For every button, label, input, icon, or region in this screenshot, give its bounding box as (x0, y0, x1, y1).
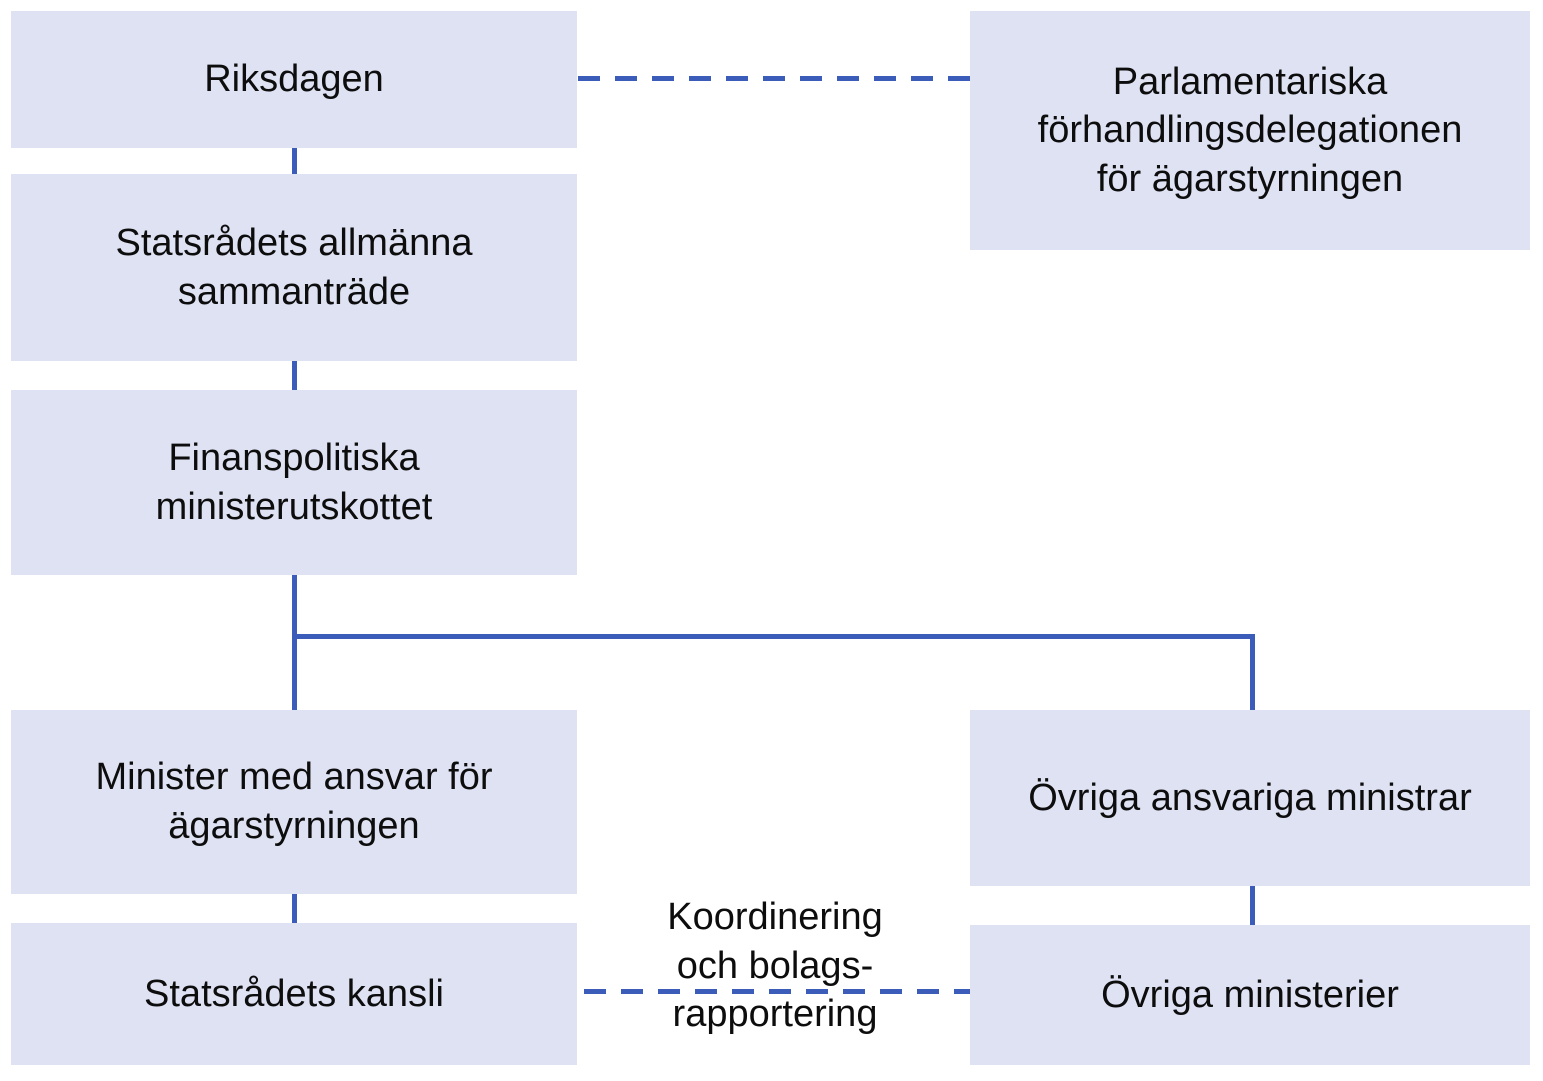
connector-bus-to-ovriga-ansvariga-ministrar (1250, 634, 1255, 710)
node-parlamentariska-forhandlingsdelegationen[interactable]: Parlamentariska förhandlingsdelegationen… (970, 11, 1530, 250)
node-ovriga-ansvariga-ministrar[interactable]: Övriga ansvariga ministrar (970, 710, 1530, 886)
connector-ovriga-ministrar-to-ovriga-ministerier (1250, 886, 1255, 925)
connector-dashed-statsradets-kansli-ovriga-ministerier (584, 989, 970, 994)
connector-riksdagen-to-statsradets-allmanna (292, 148, 297, 174)
node-minister-med-ansvar-for-agarstyrningen[interactable]: Minister med ansvar för ägarstyrningen (11, 710, 577, 894)
node-ovriga-ministerier[interactable]: Övriga ministerier (970, 925, 1530, 1065)
node-statsradets-allmanna-sammantrade[interactable]: Statsrådets allmänna sammanträde (11, 174, 577, 361)
node-finanspolitiska-ministerutskottet[interactable]: Finanspolitiska ministerutskottet (11, 390, 577, 575)
connector-bus-horizontal (292, 634, 1255, 639)
connector-statsradets-allmanna-to-finanspolitiska (292, 361, 297, 390)
connector-finanspolitiska-to-bus (292, 575, 297, 637)
connector-minister-to-statsradets-kansli (292, 894, 297, 923)
connector-bus-to-minister-med-ansvar (292, 634, 297, 710)
edge-label-koordinering-och-bolagsrapportering: Koordinering och bolags- rapportering (667, 896, 883, 1036)
connector-dashed-riksdagen-parlamentariska (578, 76, 970, 81)
node-riksdagen[interactable]: Riksdagen (11, 11, 577, 148)
node-statsradets-kansli[interactable]: Statsrådets kansli (11, 923, 577, 1065)
